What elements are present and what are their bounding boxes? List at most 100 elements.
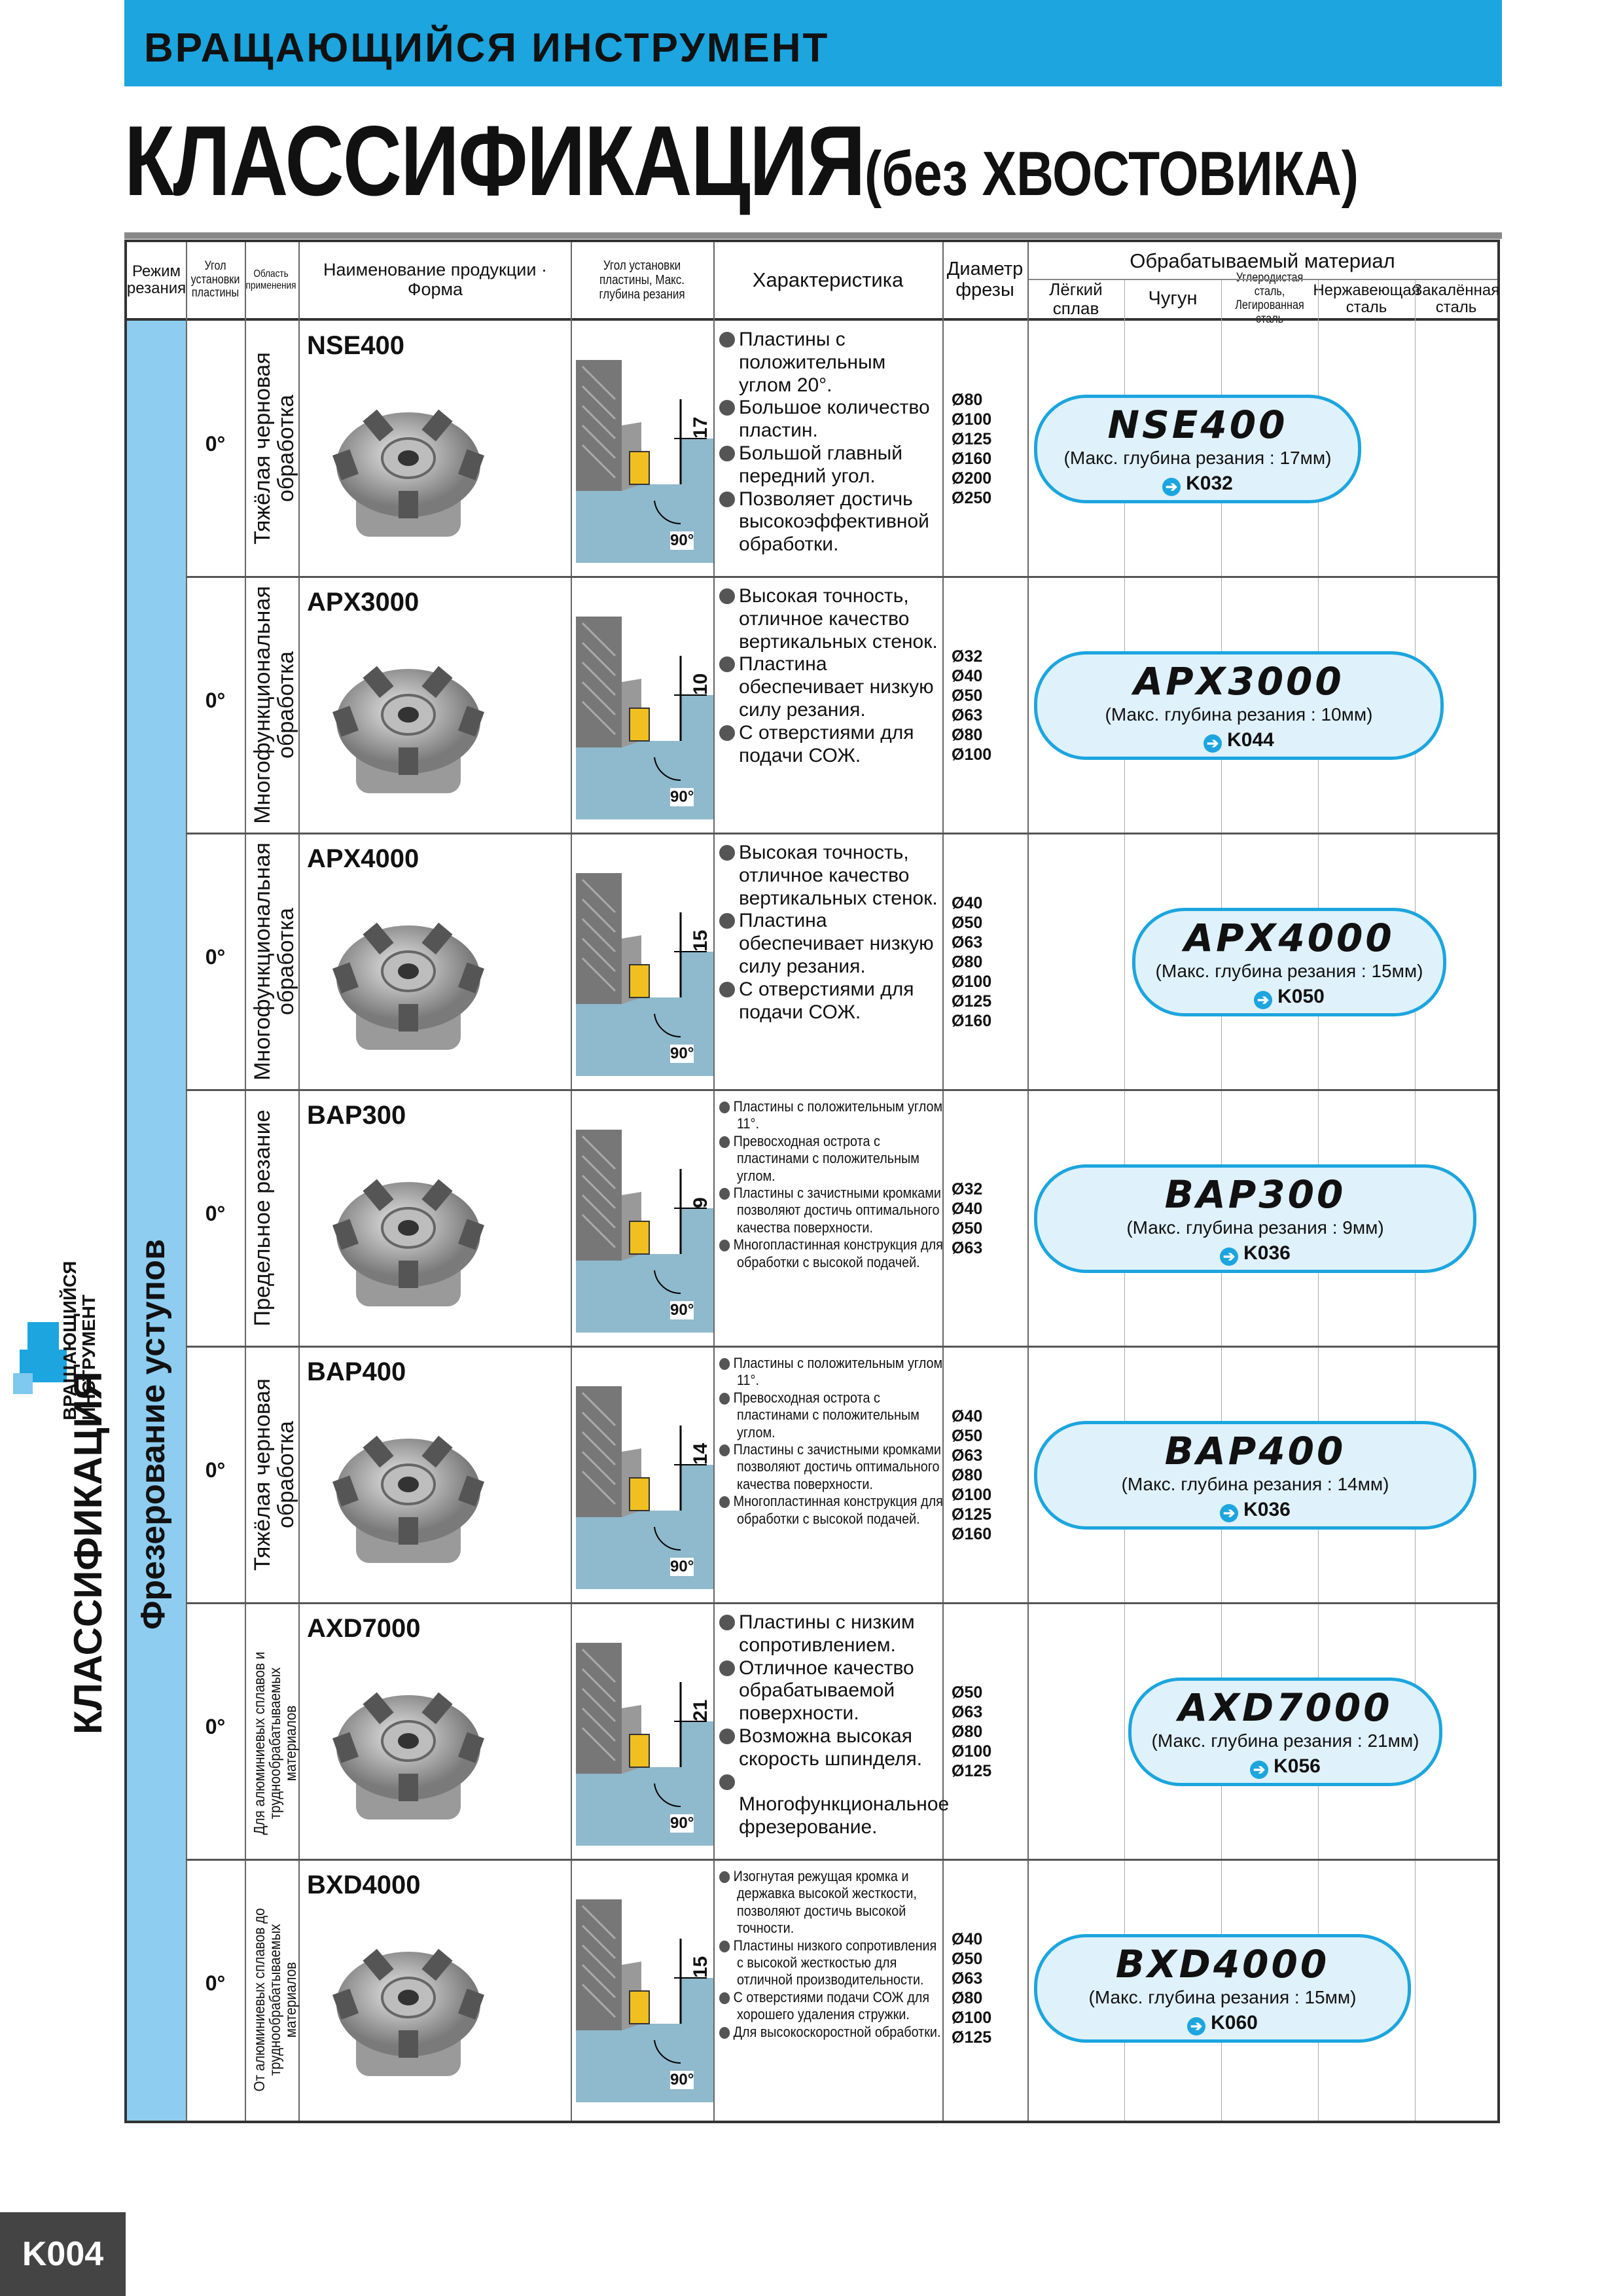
- header-features: Характеристика: [752, 268, 904, 291]
- header-band-title: ВРАЩАЮЩИЙСЯ ИНСТРУМЕНТ: [144, 26, 830, 71]
- feature-item: С отверстиями для подачи СОЖ.: [719, 722, 942, 768]
- feature-item: Пластина обеспечивает низкую силу резани…: [719, 653, 942, 721]
- application-area: Многофункциональная обработка: [250, 842, 298, 1081]
- product-reference-link[interactable]: BAP400 (Макс. глубина резания : 14мм) ➔K…: [1034, 1421, 1476, 1530]
- arrow-right-icon: ➔: [1204, 734, 1222, 753]
- insert-diagram: [576, 360, 713, 563]
- diameter-value: Ø100: [952, 2009, 992, 2027]
- bullet-icon: [719, 491, 735, 507]
- diameter-value: Ø100: [952, 1742, 992, 1761]
- diameter-value: Ø63: [952, 1239, 983, 1257]
- application-area: Многофункциональная обработка: [250, 586, 298, 824]
- features-list: Высокая точность, отличное качество верт…: [719, 585, 942, 767]
- table-row: 0° Тяжёлая черновая обработка BAP400: [127, 1347, 1497, 1604]
- feature-item: Превосходная острота с пластинами с поло…: [719, 1390, 943, 1441]
- bullet-icon: [719, 981, 735, 997]
- feature-text: Большой главный передний угол.: [739, 442, 902, 487]
- feature-text: Возможна высокая скорость шпинделя.: [739, 1725, 923, 1770]
- reference-product-title: BAP400: [1164, 1429, 1346, 1473]
- product-name: AXD7000: [307, 1614, 421, 1643]
- diameter-value: Ø80: [952, 1989, 983, 2007]
- header-material-hardened: Закалённая сталь: [1412, 281, 1500, 316]
- feature-text: Пластины с положительным углом 11°.: [733, 1355, 943, 1389]
- bullet-icon: [719, 445, 735, 461]
- row-divider: [186, 1602, 1497, 1604]
- feature-text: Многофункциональное фрезерование.: [739, 1793, 950, 1839]
- feature-text: Пластины с низким сопротивлением.: [739, 1611, 915, 1656]
- feature-item: Пластины низкого сопротивления с высокой…: [719, 1937, 943, 1989]
- max-depth-label: 21: [690, 1699, 711, 1721]
- max-depth-label: 15: [690, 1956, 711, 1978]
- col-line: [298, 242, 300, 2121]
- milling-cutter-icon: [332, 1692, 484, 1820]
- bullet-icon: [719, 1940, 730, 1952]
- feature-item: Пластина обеспечивает низкую силу резани…: [719, 910, 942, 978]
- bullet-icon: [719, 1240, 730, 1252]
- reference-page-code: K036: [1243, 1242, 1291, 1264]
- diameter-value: Ø63: [952, 1969, 983, 1988]
- feature-text: Превосходная острота с пластинами с поло…: [733, 1132, 919, 1184]
- row-divider: [186, 1089, 1497, 1091]
- application-area: Для алюминиевых сплавов и труднообрабаты…: [251, 1651, 300, 1835]
- product-reference-link[interactable]: NSE400 (Макс. глубина резания : 17мм) ➔K…: [1034, 395, 1361, 503]
- arrow-right-icon: ➔: [1220, 1504, 1239, 1522]
- cutting-mode-column: Фрезерование уступов: [127, 321, 186, 2121]
- diameter-value: Ø63: [952, 706, 983, 725]
- bullet-icon: [719, 845, 735, 861]
- product-name: APX3000: [307, 588, 419, 617]
- feature-text: С отверстиями подачи СОЖ для хорошего уд…: [733, 1988, 930, 2023]
- feature-item: Большое количество пластин.: [719, 397, 942, 442]
- product-reference-link[interactable]: BXD4000 (Макс. глубина резания : 15мм) ➔…: [1034, 1934, 1411, 2043]
- corner-angle-label: 90°: [670, 1045, 694, 1063]
- product-reference-link[interactable]: BAP300 (Макс. глубина резания : 9мм) ➔K0…: [1034, 1164, 1476, 1273]
- product-reference-link[interactable]: APX4000 (Макс. глубина резания : 15мм) ➔…: [1132, 908, 1446, 1016]
- diameter-value: Ø100: [952, 745, 992, 764]
- col-line: [1027, 242, 1029, 2121]
- header-area: Область применения: [245, 268, 296, 291]
- classification-table: Режим резания Угол установки пластины Об…: [124, 240, 1500, 2123]
- arrow-right-icon: ➔: [1187, 2017, 1206, 2036]
- feature-text: С отверстиями для подачи СОЖ.: [739, 721, 914, 766]
- feature-item: Многофункциональное фрезерование.: [719, 1771, 949, 1839]
- feature-item: Позволяет достичь высокоэффективной обра…: [719, 488, 942, 556]
- feature-text: Пластины низкого сопротивления с высокой…: [733, 1937, 937, 1988]
- table-row: 0° От алюминиевых сплавов до труднообраб…: [127, 1860, 1497, 2117]
- side-section-label: КЛАССИФИКАЦИЯ: [66, 1371, 110, 1734]
- diameter-value: Ø50: [952, 1683, 983, 1702]
- reference-page-code: K056: [1274, 1755, 1321, 1777]
- table-row: 0° Тяжёлая черновая обработка NSE400: [127, 321, 1497, 577]
- diameter-value: Ø63: [952, 1446, 983, 1465]
- reference-page: ➔K044: [1037, 729, 1440, 753]
- feature-item: Изогнутая режущая кромка и державка высо…: [719, 1868, 943, 1937]
- diameter-value: Ø200: [952, 469, 992, 488]
- feature-item: Пластины с положительным углом 11°.: [719, 1098, 943, 1133]
- bullet-icon: [719, 725, 735, 741]
- milling-cutter-icon: [332, 922, 484, 1050]
- product-reference-link[interactable]: AXD7000 (Макс. глубина резания : 21мм) ➔…: [1128, 1677, 1442, 1786]
- insert-angle: 0°: [205, 1202, 226, 1225]
- diameter-value: Ø40: [952, 1407, 983, 1426]
- reference-page-code: K050: [1277, 986, 1325, 1007]
- feature-item: Пластины с положительным углом 11°.: [719, 1355, 943, 1390]
- feature-item: Пластины с зачистными кромками позволяют…: [719, 1441, 943, 1493]
- bullet-icon: [719, 588, 735, 604]
- diameter-value: Ø50: [952, 1950, 983, 1968]
- header-material-cast-iron: Чугун: [1148, 288, 1198, 310]
- header-band: ВРАЩАЮЩИЙСЯ ИНСТРУМЕНТ: [124, 0, 1502, 86]
- feature-text: Высокая точность, отличное качество верт…: [739, 585, 938, 653]
- page-title-main: КЛАССИФИКАЦИЯ: [124, 105, 866, 217]
- row-divider: [186, 1859, 1497, 1861]
- arrow-right-icon: ➔: [1220, 1247, 1239, 1266]
- feature-text: Превосходная острота с пластинами с поло…: [733, 1389, 919, 1441]
- diameter-value: Ø50: [952, 914, 983, 932]
- feature-item: Возможна высокая скорость шпинделя.: [719, 1725, 942, 1771]
- product-reference-link[interactable]: APX3000 (Макс. глубина резания : 10мм) ➔…: [1034, 651, 1444, 760]
- reference-page-code: K060: [1211, 2012, 1258, 2034]
- insert-diagram: [576, 1643, 713, 1846]
- reference-product-title: BAP300: [1164, 1172, 1346, 1217]
- row-divider: [186, 1346, 1497, 1348]
- feature-text: Многопластинная конструкция для обработк…: [733, 1236, 943, 1270]
- application-area: Предельное резание: [250, 1109, 275, 1327]
